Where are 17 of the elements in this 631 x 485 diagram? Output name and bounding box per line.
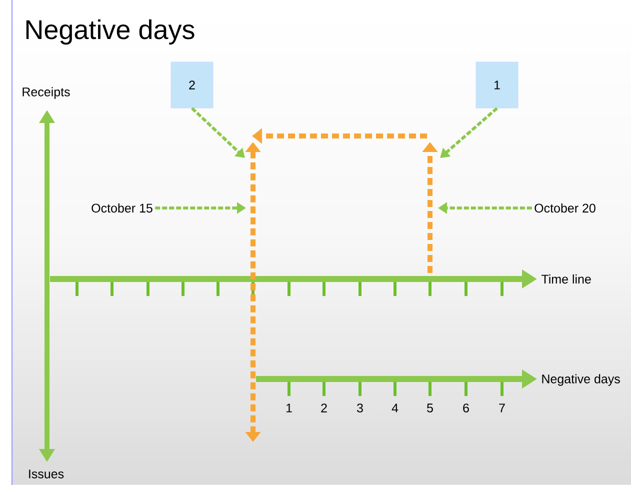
tick-label: 4: [392, 404, 398, 412]
axis-label: Issues: [29, 470, 64, 478]
axis-label: Time line: [542, 274, 591, 284]
title: Negative days: [26, 19, 194, 45]
tick-label: 5: [427, 404, 433, 412]
tick-label: 1: [286, 404, 292, 412]
date-label: October 15: [92, 203, 152, 213]
number-box: 1: [476, 62, 518, 108]
tick-label: 6: [463, 404, 469, 412]
arrow: [190, 107, 245, 158]
tick-label: 2: [321, 404, 327, 412]
axis-label: Receipts: [22, 87, 70, 99]
date-label: October 20: [534, 203, 596, 213]
number-box: 2: [170, 62, 214, 108]
axis-label: Negative days: [542, 374, 620, 386]
tick-label: 3: [357, 404, 363, 412]
tick-label: 7: [499, 404, 505, 412]
